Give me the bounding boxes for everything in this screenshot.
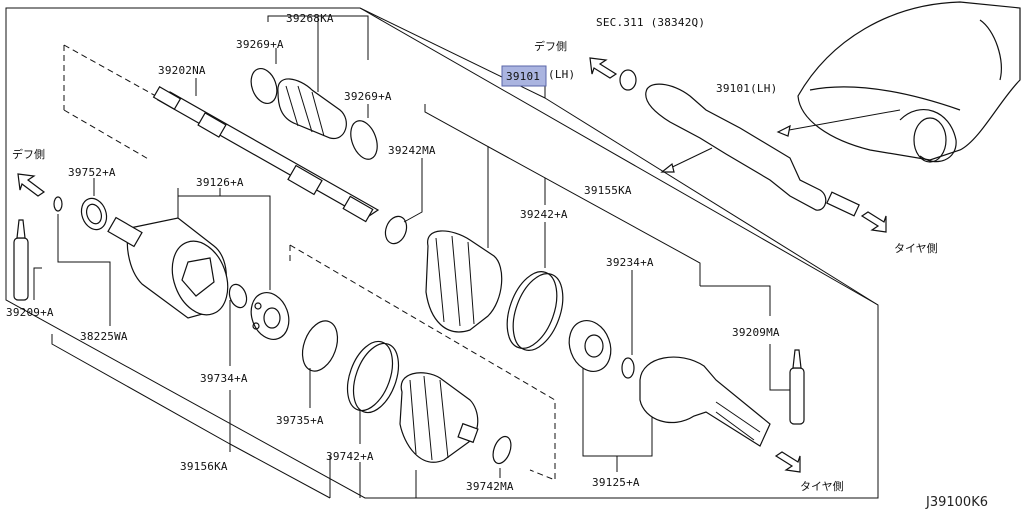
- vehicle-location-inset: [660, 1, 1021, 173]
- joint-housing-39126a: [107, 216, 229, 319]
- boot-inner: [399, 372, 479, 463]
- label-39242ma[interactable]: 39242MA: [388, 144, 436, 157]
- label-39156ka[interactable]: 39156KA: [180, 460, 228, 473]
- label-39125a[interactable]: 39125+A: [592, 476, 640, 489]
- driveshaft-assembly-39101: [619, 69, 860, 217]
- label-39269a-right[interactable]: 39269+A: [344, 90, 392, 103]
- label-39101-car[interactable]: 39101(LH): [716, 82, 777, 95]
- boot-39268ka: [250, 67, 378, 160]
- cv-joint-outer-39125a: [639, 356, 771, 447]
- band-39742a: [346, 340, 400, 414]
- snap-ring-39734a: [228, 283, 248, 309]
- arrow-diff-side-left: [17, 173, 46, 197]
- label-39101-box[interactable]: 39101: [506, 70, 540, 83]
- label-39242a[interactable]: 39242+A: [520, 208, 568, 221]
- spider-bearing: [250, 292, 290, 340]
- dashed-subassembly-box-boot: [289, 244, 556, 481]
- label-39269a-top[interactable]: 39269+A: [236, 38, 284, 51]
- band-39242a: [506, 271, 564, 351]
- part-39101-highlight[interactable]: [501, 65, 547, 87]
- ring-39735a: [301, 320, 339, 372]
- label-39268ka[interactable]: 39268KA: [286, 12, 334, 25]
- label-39126a[interactable]: 39126+A: [196, 176, 244, 189]
- label-39202na[interactable]: 39202NA: [158, 64, 206, 77]
- label-39234a[interactable]: 39234+A: [606, 256, 654, 269]
- label-39155ka[interactable]: 39155KA: [584, 184, 632, 197]
- label-39735a[interactable]: 39735+A: [276, 414, 324, 427]
- arrow-tire-side-right: [860, 211, 887, 233]
- label-tire-side-right: タイヤ側: [894, 242, 938, 255]
- label-sec311[interactable]: SEC.311 (38342Q): [596, 16, 705, 29]
- seal-39752a: [53, 196, 108, 231]
- grease-tube-39209ma: [789, 349, 805, 425]
- label-diff-side-top: デフ側: [534, 39, 567, 53]
- boot-outer-39155ka: [384, 215, 503, 333]
- label-38225wa[interactable]: 38225WA: [80, 330, 128, 343]
- label-diff-side-left: デフ側: [12, 147, 45, 161]
- arrow-diff-side-top: [589, 57, 618, 79]
- label-tire-side-bottom: タイヤ側: [800, 480, 844, 493]
- label-39752a[interactable]: 39752+A: [68, 166, 116, 179]
- shaft-39202na: [152, 85, 380, 223]
- label-39209a[interactable]: 39209+A: [6, 306, 54, 319]
- diagram-code: J39100K6: [925, 495, 988, 510]
- label-39209ma[interactable]: 39209MA: [732, 326, 780, 339]
- label-39734a[interactable]: 39734+A: [200, 372, 248, 385]
- label-39742ma[interactable]: 39742MA: [466, 480, 514, 493]
- arrow-tire-side-bottom: [774, 451, 801, 473]
- cv-joint-bearing-39234a: [568, 320, 635, 379]
- label-39742a[interactable]: 39742+A: [326, 450, 374, 463]
- clamp-39742ma: [492, 435, 512, 465]
- grease-tube-39209a: [13, 219, 29, 301]
- label-39101-box-suffix: (LH): [548, 68, 575, 81]
